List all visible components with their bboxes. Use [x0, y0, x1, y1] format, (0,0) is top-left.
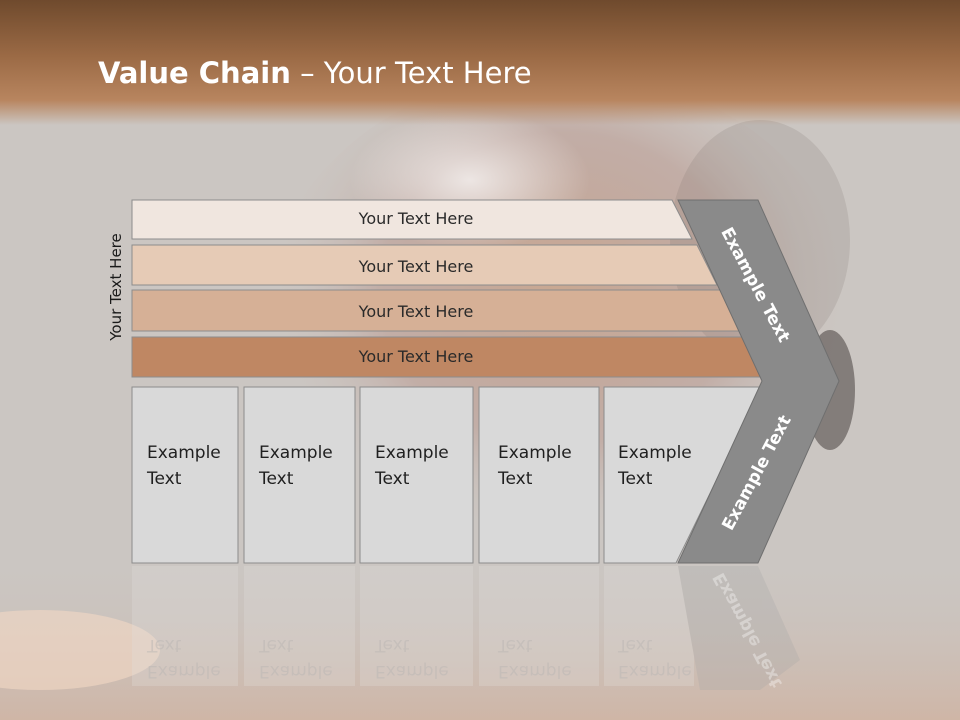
cell-5-line1: Example: [618, 443, 692, 463]
cell-2-shape[interactable]: [243, 386, 356, 564]
cell-1-line2: Text: [147, 469, 182, 489]
cell-2-line2: Text: [259, 469, 294, 489]
title-bold: Value Chain: [98, 56, 291, 90]
cell-1-line1: Example: [147, 443, 221, 463]
title-rest: – Your Text Here: [290, 56, 532, 90]
band-4-label: Your Text Here: [358, 347, 474, 366]
chevron-shape[interactable]: [677, 199, 840, 564]
cell-3-line2: Text: [375, 469, 410, 489]
slide-title: Value Chain – Your Text Here: [98, 56, 532, 90]
cell-1-shape[interactable]: [131, 386, 239, 564]
diagram-reflection: [132, 566, 800, 690]
cell-4-line1: Example: [498, 443, 572, 463]
cell-5-line2: Text: [618, 469, 653, 489]
cell-5-shape[interactable]: [603, 386, 763, 564]
cell-2-line1: Example: [259, 443, 333, 463]
cell-4-shape[interactable]: [478, 386, 600, 564]
cell-4-line2: Text: [498, 469, 533, 489]
header-bar: [0, 0, 960, 125]
cell-3-shape[interactable]: [359, 386, 474, 564]
cell-3-line1: Example: [375, 443, 449, 463]
band-1-label: Your Text Here: [358, 209, 474, 228]
band-1-shape[interactable]: [131, 199, 693, 240]
band-3-label: Your Text Here: [358, 302, 474, 321]
band-2-label: Your Text Here: [358, 257, 474, 276]
